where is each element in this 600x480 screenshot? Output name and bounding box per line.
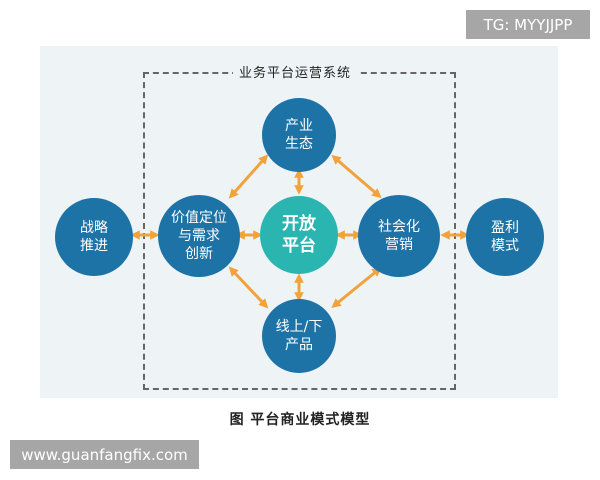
figure-caption: 图 平台商业模式模型 <box>229 412 371 428</box>
watermark-bottom: www.guanfangfix.com <box>10 440 199 469</box>
watermark-top: TG: MYYJJPP <box>466 10 590 39</box>
arrow-ecosystem-social <box>331 154 382 199</box>
node-strategy: 战略 推进 <box>55 198 133 276</box>
node-profit-model: 盈利 模式 <box>466 198 544 276</box>
node-social-marketing: 社会化 营销 <box>358 195 440 277</box>
node-products: 线上/下 产品 <box>262 299 336 373</box>
arrow-social-products <box>331 266 382 309</box>
arrow-value-ecosystem <box>228 154 269 199</box>
node-open-platform: 开放 平台 <box>260 196 338 274</box>
node-value-innovation: 价值定位 与需求 创新 <box>158 195 240 277</box>
arrow-value-products <box>228 266 269 309</box>
node-ecosystem: 产业 生态 <box>262 98 336 172</box>
system-title: 业务平台运营系统 <box>233 62 358 81</box>
